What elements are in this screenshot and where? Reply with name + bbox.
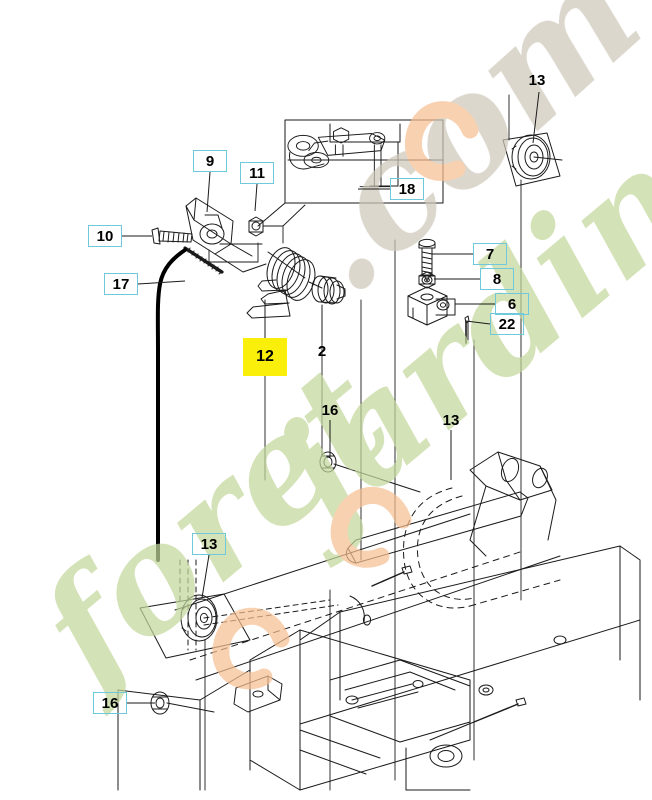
callout-label-text: 11 [249, 164, 265, 182]
callout-c10[interactable]: 10 [88, 225, 122, 247]
callout-label-text: 13 [200, 535, 218, 553]
part-bolt-7 [418, 238, 436, 282]
callout-c17[interactable]: 17 [104, 273, 138, 295]
callout-label-text: 2 [317, 342, 327, 360]
callout-label-text: 8 [492, 270, 502, 288]
part-housing-9 [185, 197, 267, 273]
callout-c16mid[interactable]: 16 [317, 400, 343, 420]
part-bushing-2 [311, 275, 346, 305]
callout-c18[interactable]: 18 [390, 178, 424, 200]
callout-c16low[interactable]: 16 [93, 692, 127, 714]
callout-c12[interactable]: 12 [243, 338, 287, 376]
part-nut-11 [248, 216, 264, 237]
part-bolt-10 [151, 227, 193, 245]
callout-c8[interactable]: 8 [480, 268, 514, 290]
callout-label-text: 17 [112, 275, 130, 293]
callout-label-text: 7 [485, 245, 495, 263]
callout-label-text: 22 [498, 315, 516, 333]
part-bracket-6 [407, 286, 456, 326]
callout-c13low[interactable]: 13 [192, 533, 226, 555]
callout-c13top[interactable]: 13 [524, 70, 550, 90]
callout-label-text: 9 [205, 152, 215, 170]
callout-label-text: 13 [528, 71, 546, 89]
callout-label-text: 10 [96, 227, 114, 245]
part-pulley-13-low [139, 593, 339, 659]
part-roller-16-mid [319, 451, 421, 493]
callout-label-text: 6 [507, 295, 517, 313]
callout-label-text: 18 [398, 180, 416, 198]
callout-label-text: 13 [442, 411, 460, 429]
callout-c11[interactable]: 11 [240, 162, 274, 184]
part-roller-16-low [150, 691, 215, 715]
part-pulley-13-top [502, 132, 563, 187]
part-washer-8 [418, 271, 436, 289]
callout-label-text: 16 [101, 694, 119, 712]
callout-c6[interactable]: 6 [495, 293, 529, 315]
callout-c22[interactable]: 22 [490, 313, 524, 335]
callout-c2[interactable]: 2 [309, 341, 335, 361]
callout-label-text: 12 [256, 348, 274, 365]
callout-label-text: 16 [321, 401, 339, 419]
inset-detail-box [257, 119, 444, 227]
callout-c9[interactable]: 9 [193, 150, 227, 172]
callout-c7[interactable]: 7 [473, 243, 507, 265]
part-cotter-pin-22 [464, 315, 470, 344]
hidden-lines [179, 559, 197, 651]
callout-c13mid[interactable]: 13 [438, 410, 464, 430]
